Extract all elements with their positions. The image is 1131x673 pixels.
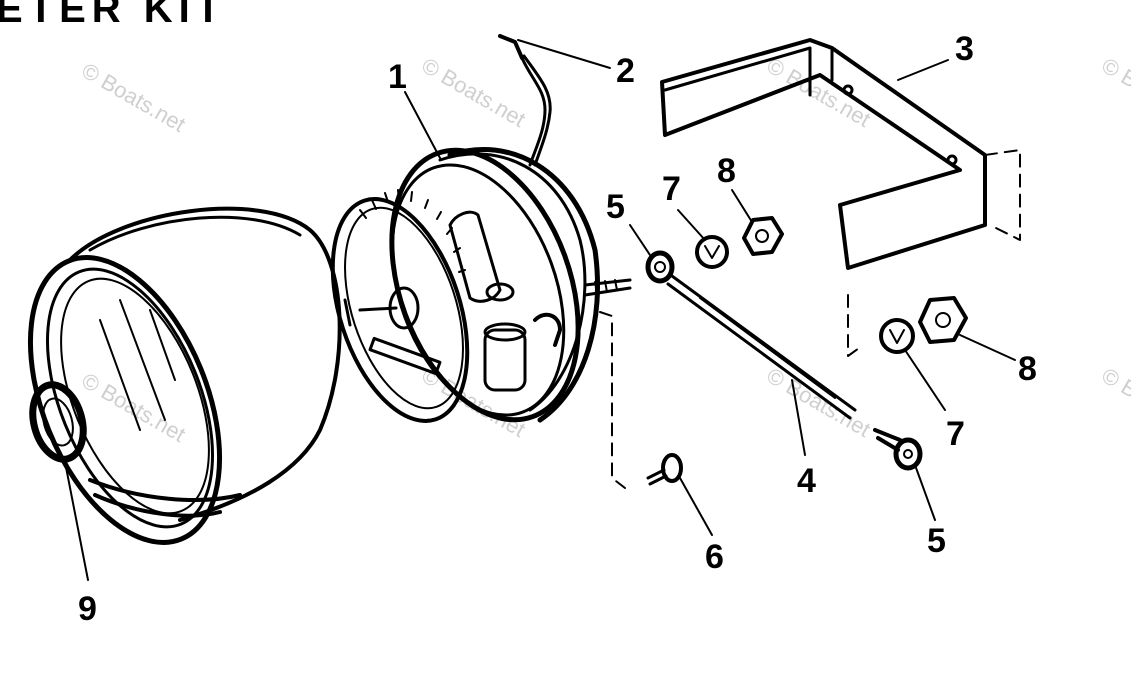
diagram-title: ETER KIT <box>0 0 226 31</box>
watermark: © Boats.net <box>78 368 190 447</box>
hex-nut <box>918 296 968 344</box>
watermark: © Boats.net <box>1098 363 1131 442</box>
ring-terminal <box>873 428 923 471</box>
ground-strap <box>645 250 857 420</box>
callout-8-lower: 8 <box>1018 350 1037 388</box>
watermark: © Boats.net <box>418 53 530 132</box>
gauge-housing <box>27 206 342 545</box>
wire-lead <box>498 34 552 167</box>
watermark: © Boats.net <box>763 363 875 442</box>
callout-1: 1 <box>388 58 407 96</box>
callout-7-lower: 7 <box>946 415 965 453</box>
callout-labels: 1 2 3 4 5 5 6 7 7 8 8 9 <box>78 30 1037 628</box>
callout-5-lower: 5 <box>927 522 946 560</box>
callout-7-upper: 7 <box>662 170 681 208</box>
mounting-screw <box>646 453 683 486</box>
lock-washer <box>695 235 729 269</box>
callout-2: 2 <box>616 52 635 90</box>
callout-6: 6 <box>705 538 724 576</box>
lock-washer <box>879 318 915 354</box>
callout-9: 9 <box>78 590 97 628</box>
watermark: © Boats.net <box>78 58 190 137</box>
gauge-body <box>389 147 632 423</box>
assembly-guides <box>599 149 1021 489</box>
mounting-bracket <box>660 38 987 270</box>
bezel-ring <box>29 381 87 463</box>
callout-4: 4 <box>797 462 816 500</box>
hex-nut <box>742 216 784 256</box>
callout-8-upper: 8 <box>717 152 736 190</box>
watermark: © Boats.net <box>1098 53 1131 132</box>
callout-3: 3 <box>955 30 974 68</box>
callout-5-upper: 5 <box>606 188 625 226</box>
watermarks: © Boats.net © Boats.net © Boats.net © Bo… <box>78 53 1131 447</box>
leader-lines <box>64 39 1016 581</box>
